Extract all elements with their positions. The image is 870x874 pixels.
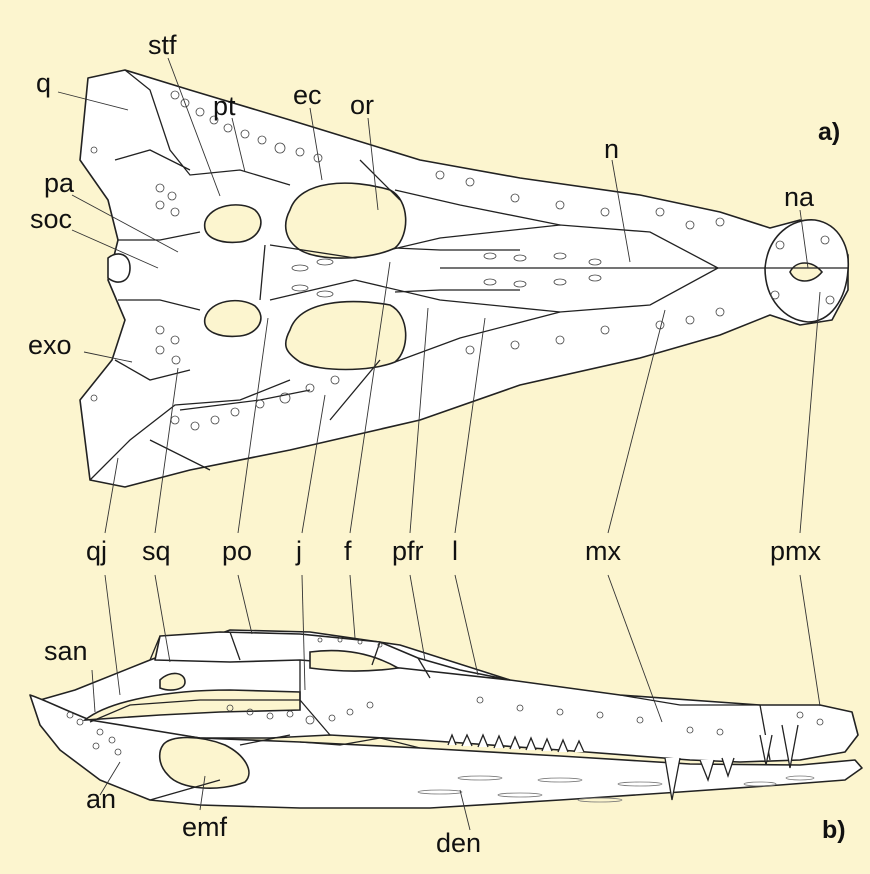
label-emf: emf [182, 812, 228, 842]
label-exo: exo [28, 330, 72, 360]
label-sq: sq [142, 536, 171, 566]
label-stf: stf [148, 30, 177, 60]
skull-outline-dorsal [80, 70, 848, 487]
lateral-view-skull [30, 575, 862, 830]
label-ec: ec [293, 80, 322, 110]
label-an: an [86, 784, 116, 814]
panel-label-b: b) [822, 816, 846, 844]
label-soc: soc [30, 204, 72, 234]
label-pfr: pfr [392, 536, 424, 566]
label-f: f [344, 536, 352, 566]
label-pt: pt [213, 91, 236, 121]
label-l: l [452, 536, 458, 566]
occipital-condyle [108, 254, 130, 282]
label-pa: pa [44, 168, 75, 198]
label-na: na [784, 182, 815, 212]
orbit-right [286, 302, 406, 370]
label-or: or [350, 90, 374, 120]
label-mx: mx [585, 536, 621, 566]
supratemporal-fenestra-left [205, 205, 261, 242]
supratemporal-fenestra-right [205, 301, 261, 337]
label-pmx: pmx [770, 536, 822, 566]
label-san: san [44, 636, 88, 666]
lateral-small-opening [160, 673, 185, 690]
label-j: j [295, 536, 302, 566]
label-n: n [604, 134, 619, 164]
label-q: q [36, 68, 51, 98]
dorsal-view-skull [58, 58, 848, 533]
orbit-left [286, 183, 406, 258]
panel-label-a: a) [818, 118, 840, 146]
label-po: po [222, 536, 252, 566]
label-den: den [436, 828, 481, 858]
label-qj: qj [86, 536, 107, 566]
